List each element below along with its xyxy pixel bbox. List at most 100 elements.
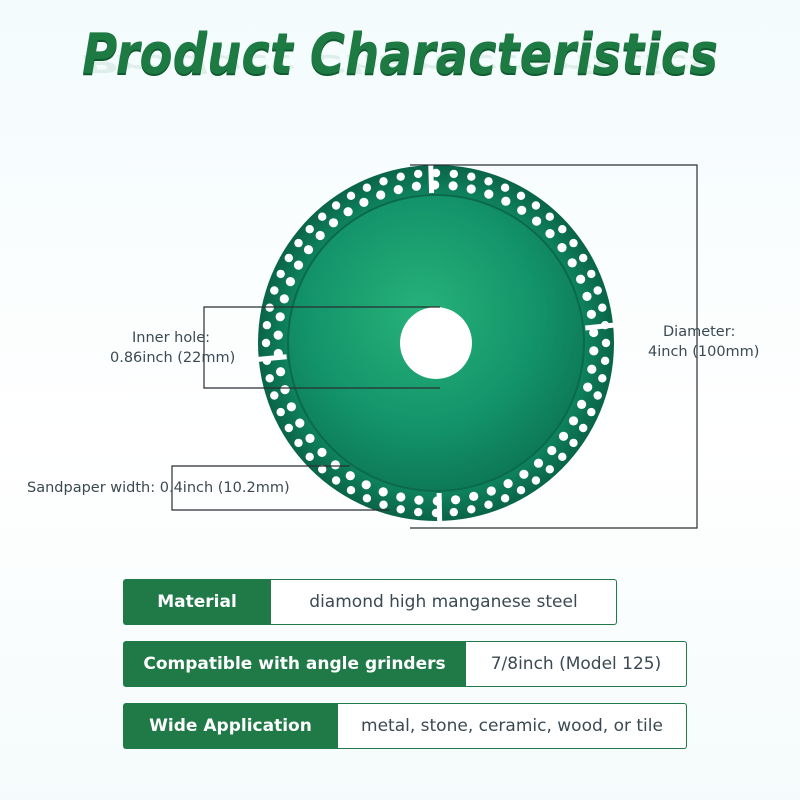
rim-hole [276, 269, 285, 279]
rim-hole [519, 469, 529, 479]
diameter-value: 4inch (100mm) [648, 344, 760, 360]
rim-hole [265, 303, 274, 312]
rim-hole [359, 197, 369, 207]
rim-hole [582, 291, 592, 301]
rim-hole [303, 245, 314, 255]
rim-hole [275, 312, 285, 322]
spec-key: Material [123, 579, 271, 625]
rim-hole [317, 447, 327, 457]
rim-hole [284, 253, 293, 263]
rim-hole [593, 391, 602, 400]
inner-hole-bracket [203, 306, 440, 389]
rim-hole [331, 201, 341, 210]
rim-hole [587, 407, 596, 417]
rim-hole [315, 230, 325, 241]
rim-hole [276, 367, 286, 377]
diameter-label: Diameter: [663, 324, 736, 340]
rim-hole [593, 286, 602, 295]
cutting-disc-image [256, 163, 616, 524]
rim-slot [428, 163, 435, 194]
rim-hole [569, 238, 578, 248]
rim-hole [331, 476, 341, 485]
rim-hole [362, 183, 372, 192]
rim-hole [531, 201, 541, 210]
rim-hole [396, 172, 405, 181]
rim-hole [396, 505, 405, 514]
rim-hole [568, 416, 579, 426]
rim-hole [286, 402, 296, 412]
rim-hole [547, 445, 557, 456]
inner-hole-value: 0.86inch (22mm) [110, 350, 236, 366]
rim-hole [545, 229, 555, 239]
rim-hole [558, 225, 567, 234]
rim-gaps [256, 163, 616, 524]
rim-hole [294, 238, 303, 248]
rim-hole [379, 500, 388, 509]
rim-hole [346, 191, 356, 200]
rim-hole [411, 181, 421, 191]
spec-key: Wide Application [123, 703, 338, 749]
spec-value: diamond high manganese steel [271, 579, 617, 625]
rim-hole [516, 191, 526, 200]
rim-hole [414, 169, 423, 179]
rim-hole [280, 385, 290, 395]
rim-hole [265, 374, 274, 383]
rim-hole [295, 418, 305, 428]
rim-hole [270, 391, 279, 400]
rim-hole [276, 407, 285, 417]
rim-hole [583, 382, 593, 392]
rim-hole [293, 260, 304, 270]
rim-hole [346, 486, 356, 495]
rim-hole [270, 286, 279, 295]
rim-hole [484, 189, 494, 199]
rim-hole [579, 423, 588, 433]
rim-slot [436, 492, 443, 524]
rim-hole [345, 471, 355, 481]
rim-hole [376, 190, 386, 200]
rim-hole [378, 487, 388, 497]
rim-hole [589, 327, 599, 338]
rim-hole [318, 212, 327, 221]
rim-hole [586, 309, 597, 319]
rim-hole [579, 253, 588, 263]
rim-hole [500, 183, 510, 192]
rim-hole [503, 479, 513, 489]
rim-hole [545, 465, 554, 474]
rim-hole [318, 465, 327, 474]
rim-hole [601, 338, 611, 348]
rim-hole [533, 458, 544, 468]
rim-slot [585, 322, 616, 331]
rim-hole [558, 431, 569, 441]
rim-hole [467, 505, 476, 514]
rim-hole [532, 216, 542, 226]
rim-slot [256, 354, 287, 362]
rim-hole [284, 423, 293, 433]
rim-hole [273, 330, 283, 340]
rim-hole [414, 495, 424, 505]
rim-hole [431, 168, 441, 178]
rim-hole [600, 356, 610, 365]
rim-hole [484, 177, 493, 186]
rim-hole [414, 507, 423, 517]
blade-diagram [171, 163, 698, 529]
rim-hole [517, 205, 527, 215]
rim-hole [598, 303, 607, 312]
rim-hole [500, 494, 510, 503]
rim-hole [484, 500, 493, 509]
rim-hole [393, 185, 403, 195]
rim-hole [449, 169, 458, 179]
rim-hole [516, 486, 526, 495]
rim-hole [330, 460, 340, 470]
rim-hole [569, 438, 578, 448]
rim-hole [567, 258, 577, 268]
rim-hole [449, 507, 458, 517]
rim-hole [469, 491, 479, 501]
rim-hole [261, 338, 271, 348]
rim-hole [501, 196, 511, 206]
rim-hole [361, 480, 371, 490]
rim-hole [531, 476, 541, 485]
rim-hole [587, 269, 596, 279]
rim-hole [467, 172, 476, 181]
rim-hole [448, 181, 458, 191]
rim-hole [305, 452, 314, 461]
